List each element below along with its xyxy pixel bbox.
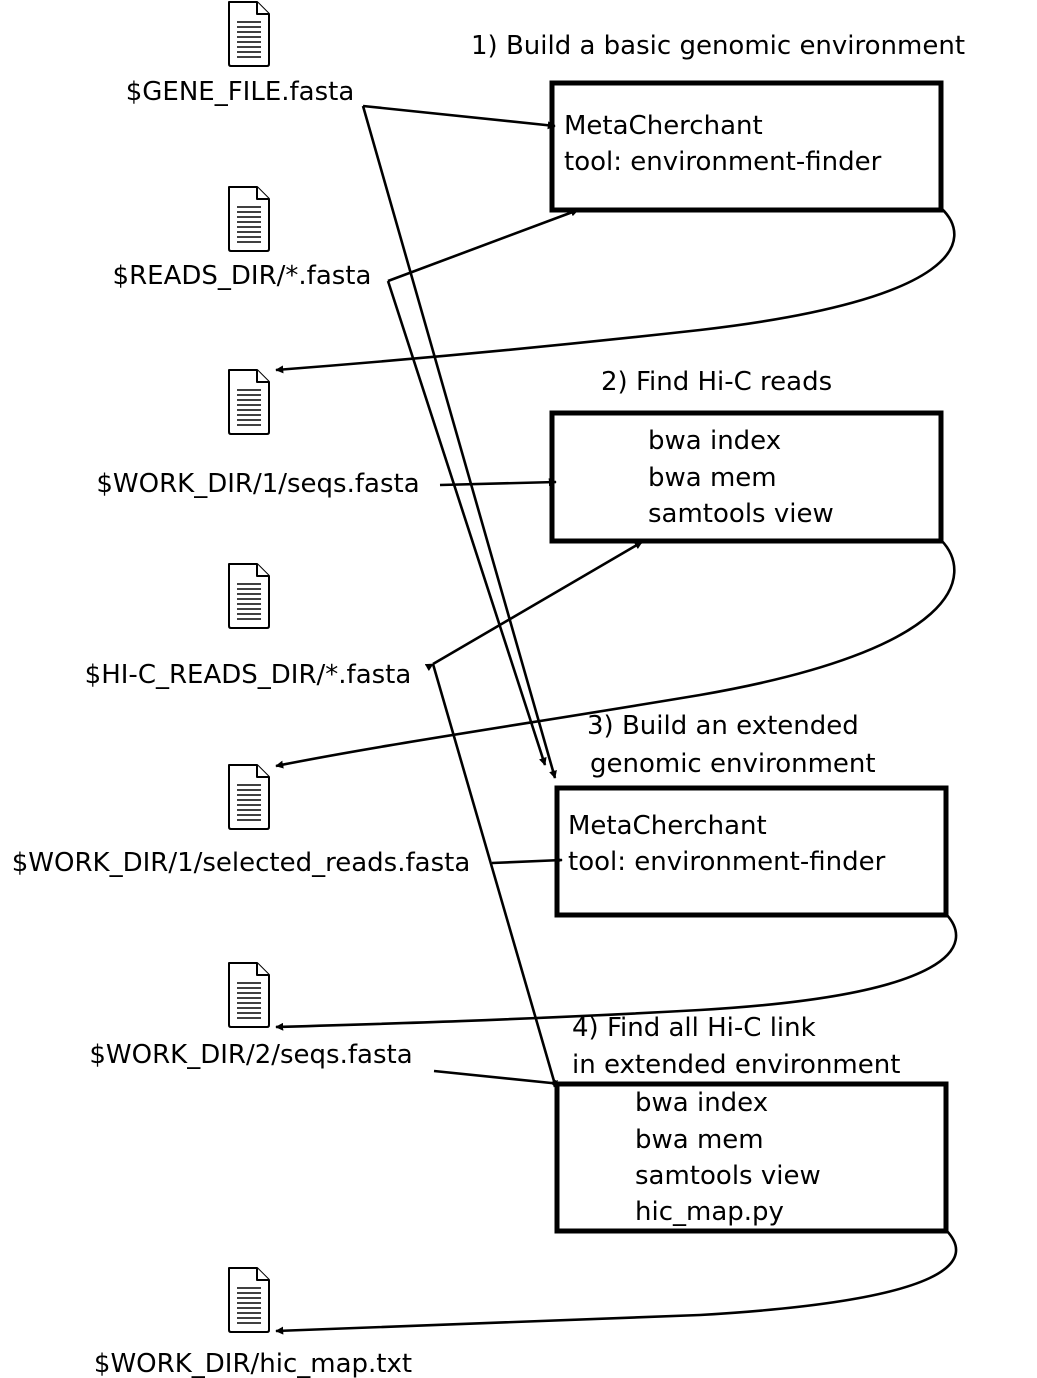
step-4-box bbox=[554, 1081, 949, 1234]
arrow-step2-output bbox=[275, 539, 956, 769]
step-4-cmd-2: bwa mem bbox=[635, 1125, 764, 1155]
step-3-title-line-1: 3) Build an extended bbox=[587, 711, 859, 741]
step-1-box bbox=[549, 80, 944, 213]
file-icon bbox=[228, 1, 270, 67]
file-icon bbox=[228, 764, 270, 830]
arrow-step1-output bbox=[275, 207, 956, 374]
arrow-selected-to-step3 bbox=[491, 856, 563, 865]
step-3-box bbox=[554, 785, 949, 918]
file-icon bbox=[228, 369, 270, 435]
file-label-gene-file: $GENE_FILE.fasta bbox=[126, 77, 355, 107]
arrow-reads-to-step1 bbox=[387, 208, 579, 283]
step-3-tool: MetaCherchant bbox=[568, 811, 767, 841]
step-1-tool: MetaCherchant bbox=[564, 111, 763, 141]
file-label-work-seqs-2: $WORK_DIR/2/seqs.fasta bbox=[89, 1040, 412, 1070]
step-4-title-line-1: 4) Find all Hi-C link bbox=[572, 1013, 816, 1043]
step-1-title: 1) Build a basic genomic environment bbox=[471, 31, 965, 61]
file-icon bbox=[228, 563, 270, 629]
step-4-cmd-1: bwa index bbox=[635, 1088, 768, 1118]
step-4-cmd-4: hic_map.py bbox=[635, 1197, 784, 1227]
arrow-step3-output bbox=[275, 913, 958, 1031]
arrow-step4-output bbox=[275, 1229, 958, 1335]
step-2-box bbox=[549, 410, 944, 544]
file-icon bbox=[228, 1267, 270, 1333]
file-icon bbox=[228, 962, 270, 1028]
step-2-cmd-1: bwa index bbox=[648, 426, 781, 456]
file-label-selected-reads: $WORK_DIR/1/selected_reads.fasta bbox=[12, 848, 471, 878]
arrow-seqs2-to-step4 bbox=[433, 1069, 562, 1088]
arrow-seqs1-to-step2 bbox=[439, 478, 557, 487]
step-1-tool-name: tool: environment-finder bbox=[564, 147, 882, 177]
file-icon bbox=[228, 186, 270, 252]
step-2-cmd-2: bwa mem bbox=[648, 463, 777, 493]
arrow-gene-to-step1 bbox=[362, 104, 556, 130]
step-3-tool-name: tool: environment-finder bbox=[568, 847, 886, 877]
file-label-hic-map: $WORK_DIR/hic_map.txt bbox=[94, 1349, 412, 1378]
step-4-title-line-2: in extended environment bbox=[572, 1050, 900, 1080]
step-4-cmd-3: samtools view bbox=[635, 1161, 821, 1191]
file-label-reads-dir: $READS_DIR/*.fasta bbox=[113, 261, 372, 291]
step-3-title-line-2: genomic environment bbox=[590, 749, 876, 779]
arrow-reads-to-step3 bbox=[386, 280, 547, 766]
step-2-cmd-3: samtools view bbox=[648, 499, 834, 529]
file-label-work-seqs-1: $WORK_DIR/1/seqs.fasta bbox=[96, 469, 419, 499]
file-label-hic-reads-dir: $HI-C_READS_DIR/*.fasta bbox=[85, 660, 412, 690]
step-2-title: 2) Find Hi-C reads bbox=[601, 367, 832, 397]
arrow-step2-hic-reads bbox=[424, 540, 643, 672]
